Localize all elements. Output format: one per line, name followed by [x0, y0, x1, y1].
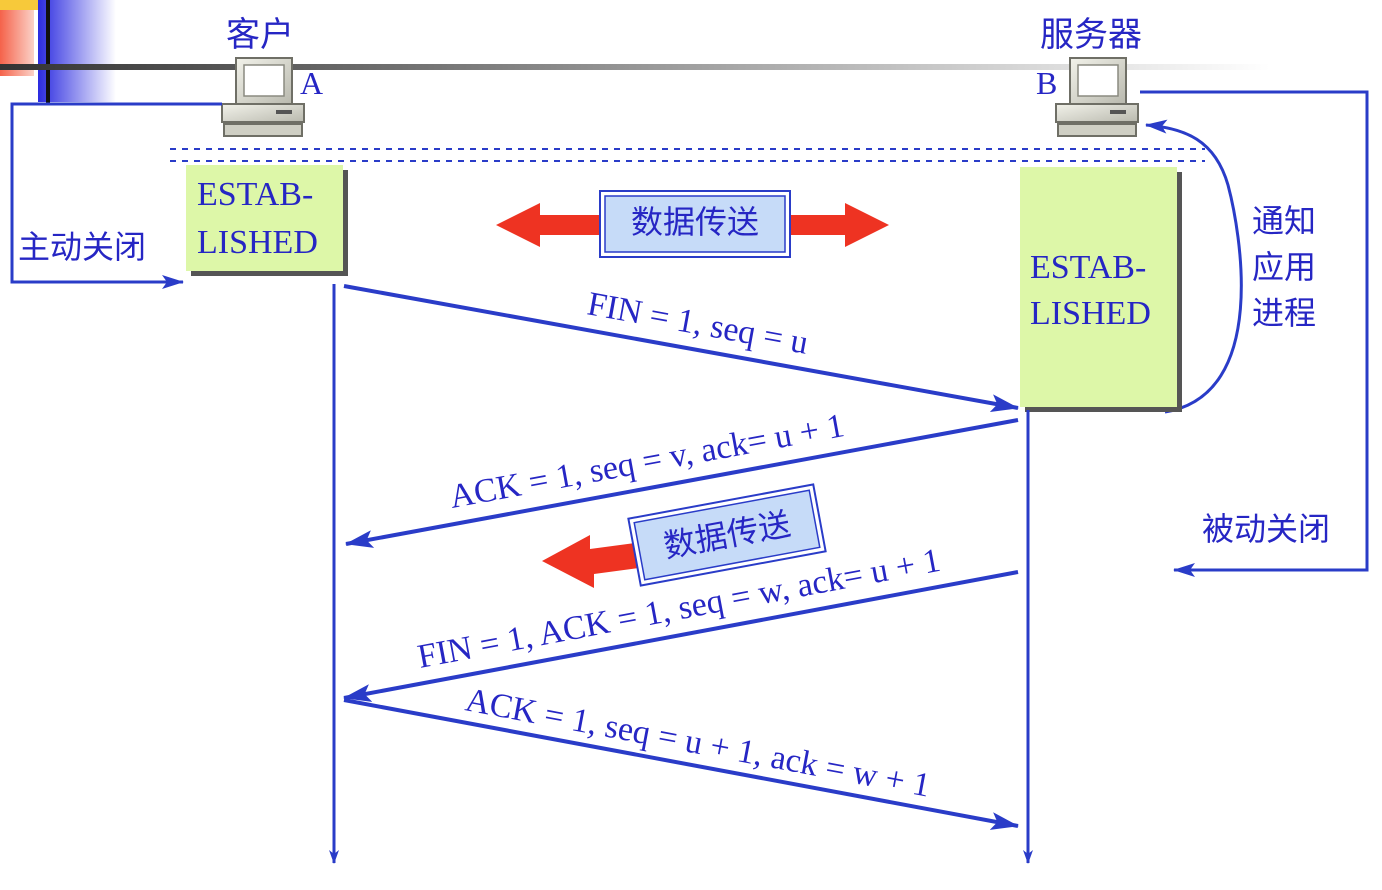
connection-dashed-line — [170, 148, 1205, 162]
client-title: 客户 — [226, 15, 294, 55]
message-arrow-2 — [345, 418, 1019, 548]
passive-close-arrow — [1140, 90, 1369, 577]
notify-app-line-2: 应用 — [1252, 248, 1316, 286]
client-letter: A — [300, 65, 323, 101]
message-arrow-3 — [343, 570, 1019, 702]
server-state-box: ESTAB- LISHED — [1020, 167, 1182, 412]
message-label-4: ACK = 1, seq = u + 1, ack = w + 1 — [463, 681, 933, 804]
computer-icon — [1055, 57, 1139, 137]
computer-icon — [221, 57, 305, 137]
message-arrow-4 — [343, 698, 1019, 830]
data-transfer-middle: 数据传送 — [542, 483, 827, 588]
server-state-line-2: LISHED — [1030, 295, 1151, 332]
passive-close-label: 被动关闭 — [1202, 510, 1330, 548]
red-left-arrow — [542, 535, 654, 588]
server-state-line-1: ESTAB- — [1030, 249, 1146, 286]
message-arrow-1 — [343, 284, 1019, 413]
notify-app-line-3: 进程 — [1252, 294, 1316, 332]
client-state-line-1: ESTAB- — [197, 176, 313, 213]
active-close-label: 主动关闭 — [18, 228, 146, 266]
notify-app-line-1: 通知 — [1252, 202, 1316, 240]
slide-decoration — [0, 0, 1270, 104]
active-close-arrow — [10, 102, 222, 289]
notify-app-arrow — [1145, 119, 1243, 414]
data-transfer-top: 数据传送 — [496, 190, 889, 258]
server-title: 服务器 — [1040, 15, 1142, 55]
data-transfer-top-label: 数据传送 — [631, 203, 759, 241]
client-state-line-2: LISHED — [197, 224, 318, 261]
server-letter: B — [1036, 65, 1057, 101]
client-state-box: ESTAB- LISHED — [186, 165, 348, 276]
